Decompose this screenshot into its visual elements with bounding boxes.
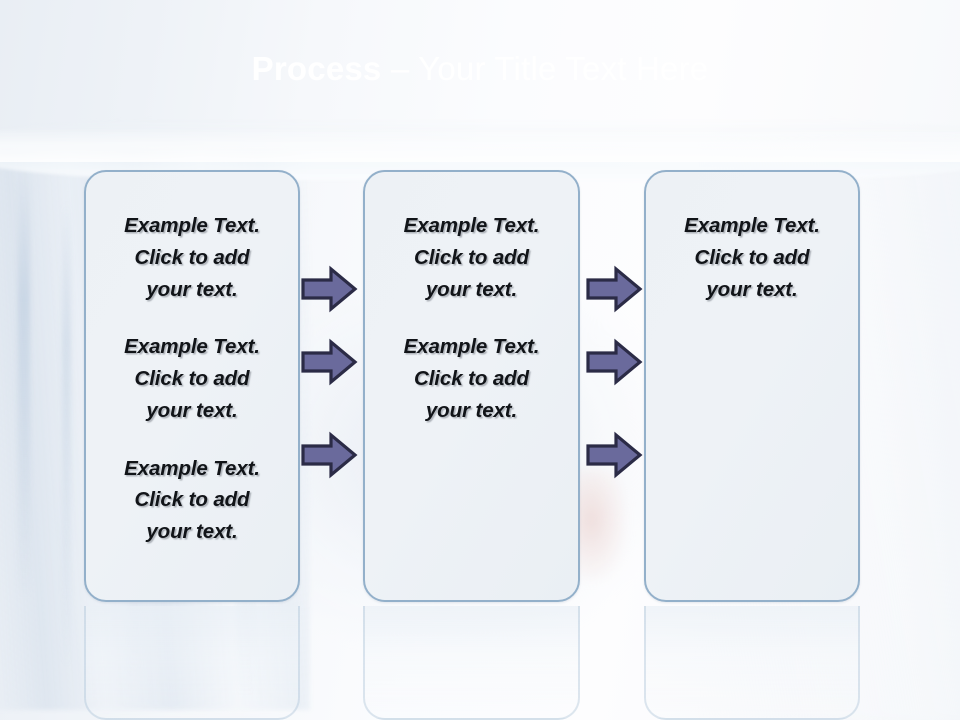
background-fold [62,200,71,670]
arrow-2-2-icon [586,338,643,386]
placeholder-text-block[interactable]: Example Text. Click to add your text. [124,335,260,422]
process-box-content: Example Text. Click to add your text. Exa… [365,172,578,427]
arrow-1-2-icon [301,338,358,386]
arrow-2-3-icon [586,431,643,479]
placeholder-text-block[interactable]: Example Text. Click to add your text. [124,456,260,544]
page-title-rest: – Your Title Text Here [381,50,709,87]
process-box-content: Example Text. Click to add your text. [646,172,858,305]
arrow-1-3-icon [301,431,358,479]
process-box-3[interactable]: Example Text. Click to add your text. [644,170,860,602]
placeholder-text-block[interactable]: Example Text. Click to add your text. [403,214,540,301]
page-title: Process – Your Title Text Here [0,50,960,88]
background-fold [18,170,30,600]
arrow-1-1-icon [301,265,358,313]
process-box-2[interactable]: Example Text. Click to add your text. Exa… [363,170,580,602]
placeholder-text-block[interactable]: Example Text. Click to add your text. [403,335,540,422]
page-title-bold: Process [251,50,382,87]
process-box-1[interactable]: Example Text. Click to add your text. Exa… [84,170,300,602]
placeholder-text-block[interactable]: Example Text. Click to add your text. [684,214,820,301]
process-box-content: Example Text. Click to add your text. Exa… [86,172,298,548]
placeholder-text-block[interactable]: Example Text. Click to add your text. [124,214,260,301]
arrow-2-1-icon [586,265,643,313]
